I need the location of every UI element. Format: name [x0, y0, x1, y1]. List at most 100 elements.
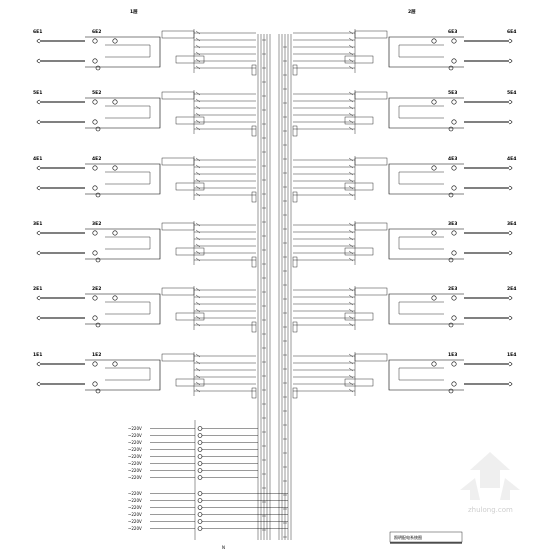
- right-breaker: [348, 236, 354, 241]
- left-breaker: [195, 222, 201, 227]
- right-breaker: [348, 192, 354, 197]
- left-breaker: [195, 250, 201, 255]
- title-box: [389, 531, 463, 543]
- left-circle: [112, 165, 118, 171]
- right-switch-box: [354, 30, 388, 39]
- right-breaker: [348, 44, 354, 49]
- legend-top-label: ~220V: [128, 461, 142, 466]
- left-loop: [36, 295, 41, 301]
- left-inner-frame: [105, 44, 151, 58]
- legend-bottom-circle: [197, 491, 203, 496]
- right-sub: 6E3: [448, 29, 457, 35]
- right-circle: [451, 315, 457, 321]
- left-tag: 4E1: [33, 156, 42, 162]
- right-breaker: [348, 243, 354, 248]
- right-breaker: [348, 229, 354, 234]
- right-loop: [508, 295, 513, 301]
- right-breaker: [348, 381, 354, 386]
- right-circle: [448, 388, 454, 394]
- bus-device: [292, 387, 298, 399]
- right-sub: 4E3: [448, 156, 457, 162]
- right-tag: 3E4: [507, 221, 516, 227]
- left-switch-box: [161, 287, 195, 296]
- right-circle: [448, 65, 454, 71]
- right-breaker: [348, 360, 354, 365]
- left-sub: 6E2: [92, 29, 101, 35]
- right-sub: 1E3: [448, 352, 457, 358]
- right-loop: [508, 361, 513, 367]
- right-breaker: [348, 58, 354, 63]
- right-switch-box: [344, 182, 374, 191]
- right-switch-box: [344, 378, 374, 387]
- bus-device: [292, 125, 298, 137]
- left-circle: [112, 295, 118, 301]
- legend-top-circle: [197, 475, 203, 480]
- legend-bottom-label: ~220V: [128, 505, 142, 510]
- left-breaker: [195, 126, 201, 131]
- bus-device: [251, 387, 257, 399]
- right-switch-box: [354, 91, 388, 100]
- right-breaker: [348, 374, 354, 379]
- left-switch-box: [161, 91, 195, 100]
- legend-top-label: ~220V: [128, 426, 142, 431]
- right-breaker: [348, 308, 354, 313]
- right-breaker: [348, 388, 354, 393]
- left-sub: 5E2: [92, 90, 101, 96]
- header-left: 1层: [130, 8, 138, 15]
- right-breaker: [348, 119, 354, 124]
- bus-device: [251, 321, 257, 333]
- right-breaker: [348, 185, 354, 190]
- left-frame: [85, 97, 161, 129]
- legend-bottom-circle: [197, 512, 203, 517]
- left-breaker: [195, 308, 201, 313]
- left-loop: [36, 165, 41, 171]
- left-breaker: [195, 119, 201, 124]
- right-loop: [508, 185, 513, 191]
- left-tag: 6E1: [33, 29, 42, 35]
- legend-bottom-label: ~220V: [128, 491, 142, 496]
- diagram-title: 照明配电系统图: [394, 534, 422, 540]
- right-breaker: [348, 164, 354, 169]
- left-loop: [36, 99, 41, 105]
- right-loop: [508, 99, 513, 105]
- right-tag: 2E4: [507, 286, 516, 292]
- legend-top-circle: [197, 426, 203, 431]
- legend-top-circle: [197, 447, 203, 452]
- right-sub: 2E3: [448, 286, 457, 292]
- right-circle: [448, 322, 454, 328]
- left-breaker: [195, 360, 201, 365]
- left-breaker: [195, 178, 201, 183]
- left-loop: [36, 38, 41, 44]
- right-inner-frame: [398, 171, 444, 185]
- left-breaker: [195, 294, 201, 299]
- left-breaker: [195, 112, 201, 117]
- left-breaker: [195, 192, 201, 197]
- left-breaker: [195, 315, 201, 320]
- right-circle: [451, 381, 457, 387]
- right-breaker: [348, 157, 354, 162]
- right-circle: [451, 38, 457, 44]
- left-switch-box: [175, 116, 205, 125]
- right-circle: [431, 295, 437, 301]
- right-loop: [508, 119, 513, 125]
- right-switch-box: [354, 287, 388, 296]
- right-circle: [448, 257, 454, 263]
- left-circle: [92, 381, 98, 387]
- bus-device: [251, 256, 257, 268]
- right-switch-box: [354, 157, 388, 166]
- left-circle: [95, 126, 101, 132]
- left-frame: [85, 228, 161, 260]
- bus-device: [292, 64, 298, 76]
- left-switch-box: [161, 157, 195, 166]
- right-inner-frame: [398, 44, 444, 58]
- legend-bottom-circle: [197, 505, 203, 510]
- right-frame: [388, 36, 464, 68]
- left-breaker: [195, 257, 201, 262]
- right-breaker: [348, 294, 354, 299]
- central-bus: [257, 34, 292, 540]
- left-circle: [95, 192, 101, 198]
- right-sub: 5E3: [448, 90, 457, 96]
